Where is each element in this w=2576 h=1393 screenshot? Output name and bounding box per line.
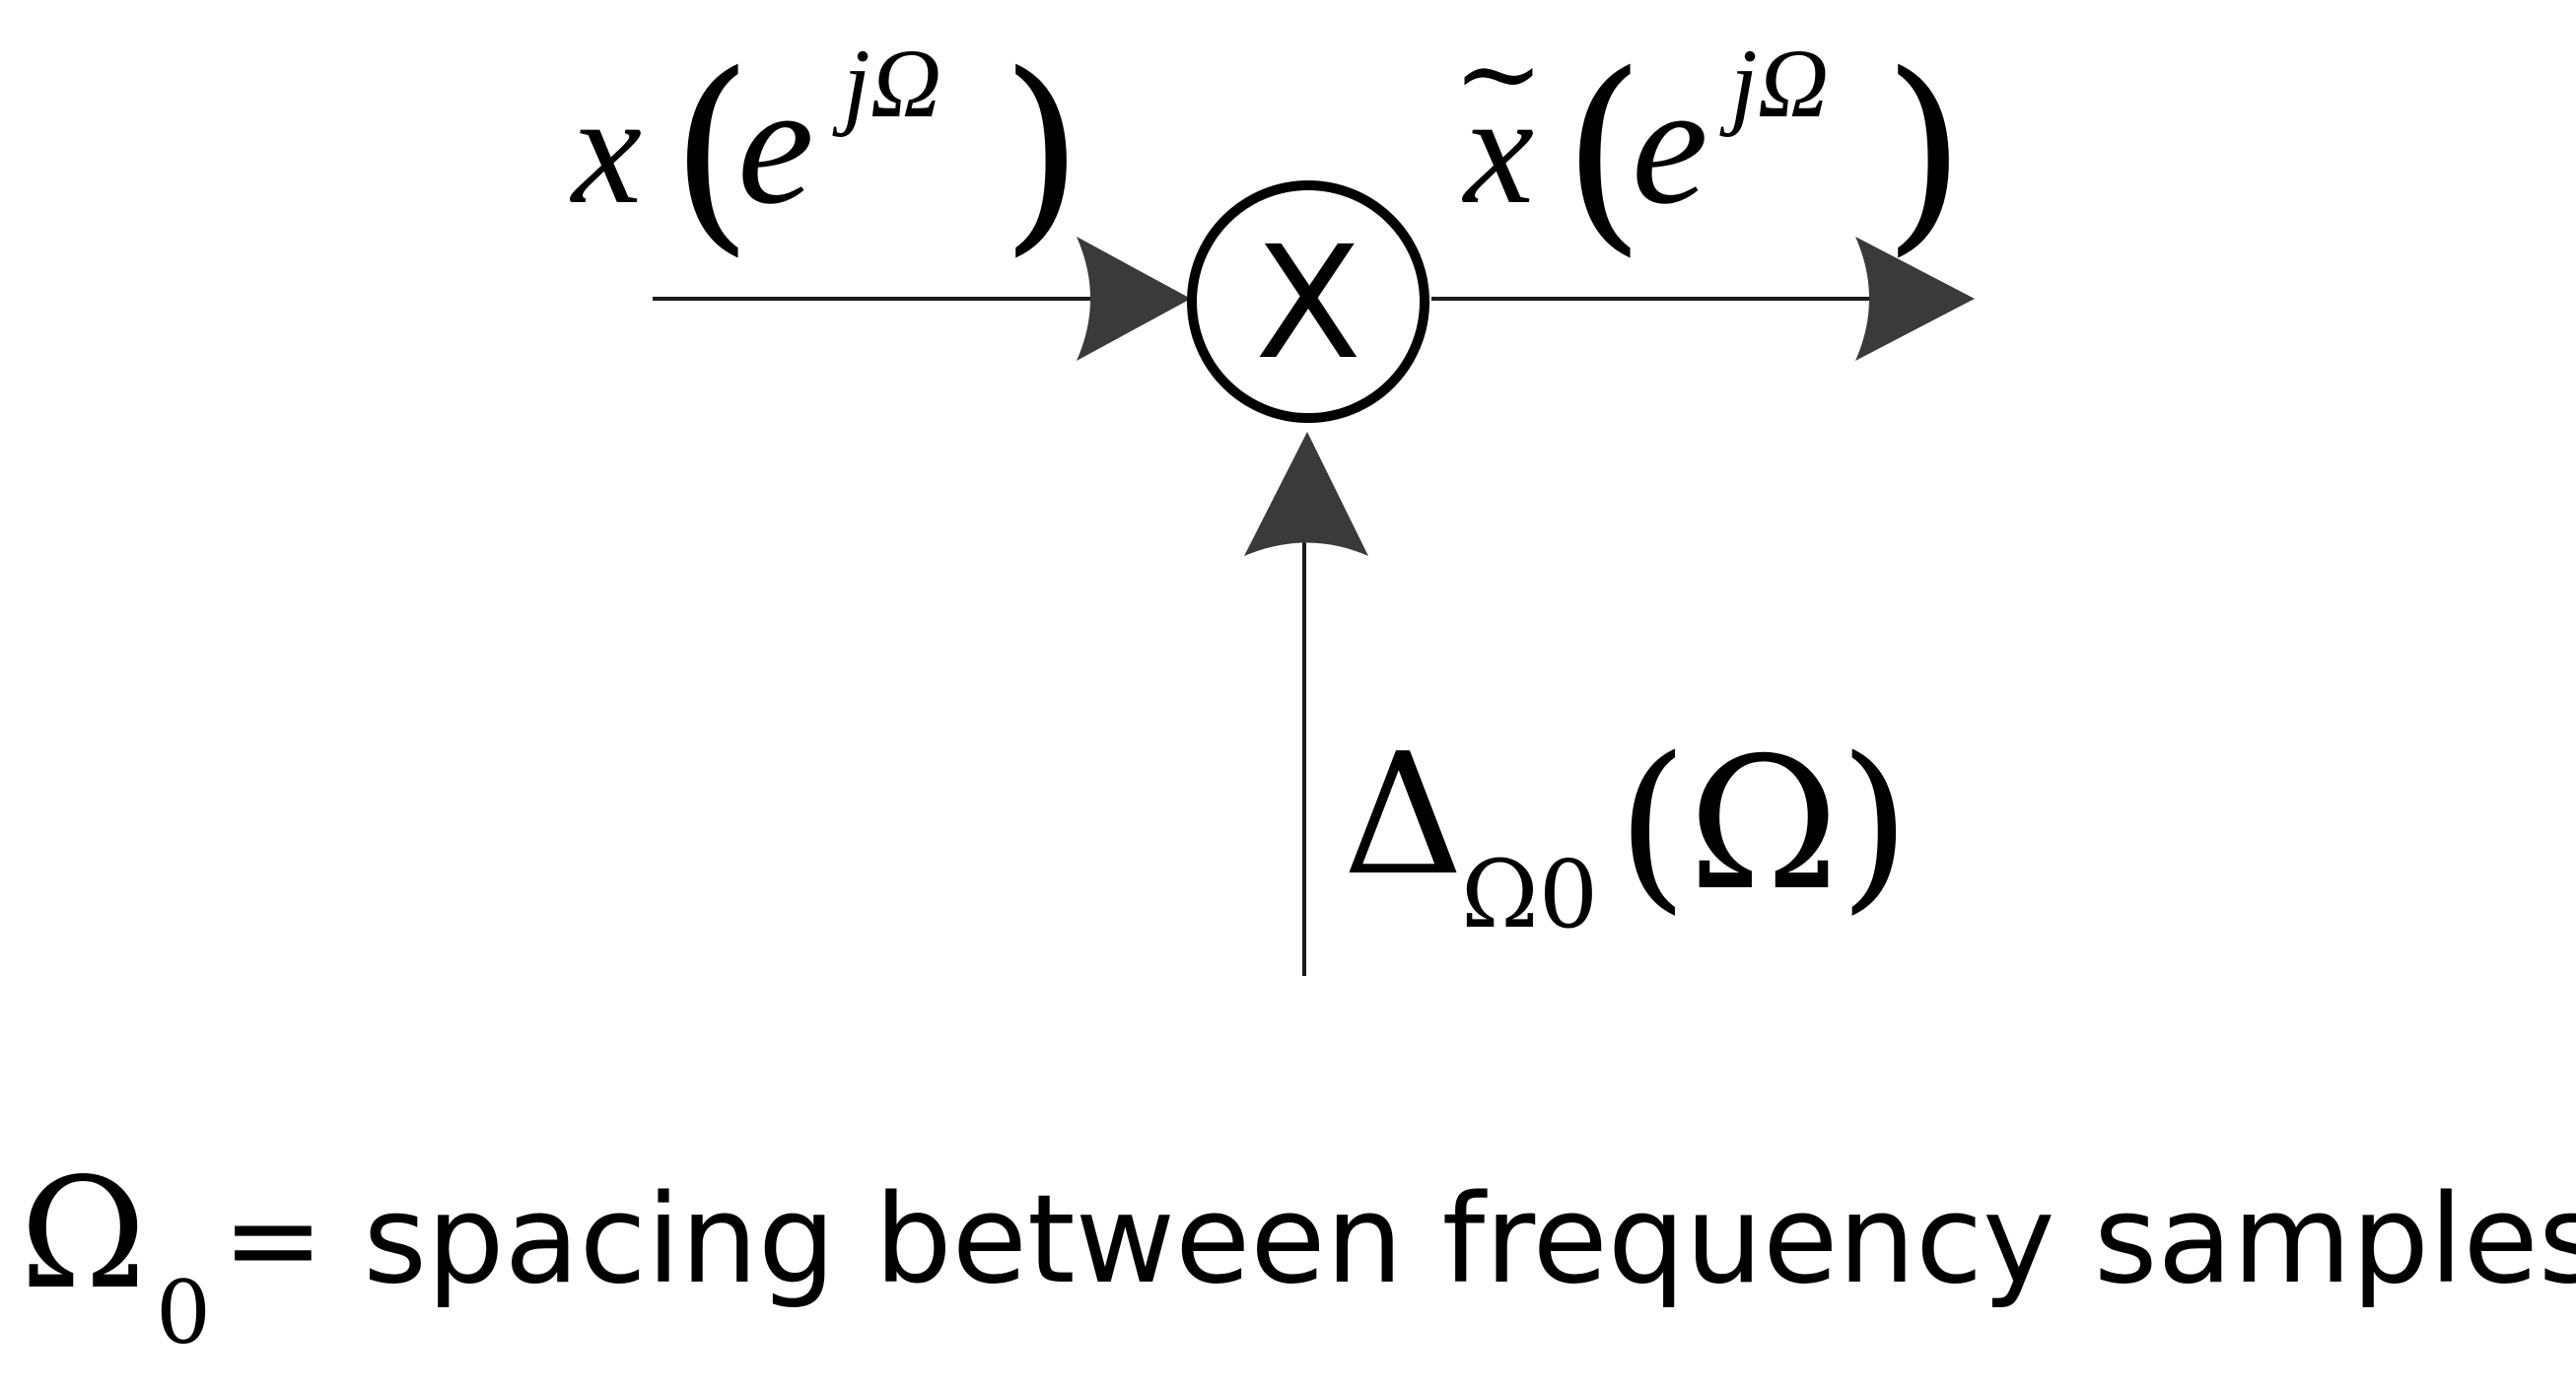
input-signal-label: x ( e jΩ ) <box>570 28 1083 275</box>
output-arrow <box>1431 237 1975 361</box>
multiplier-symbol: X <box>1255 213 1361 394</box>
input-arrowhead <box>1077 237 1191 361</box>
output-signal-label: ~ x ( e jΩ ) <box>1453 10 1966 275</box>
caption: Ω 0 = spacing between frequency samples <box>20 1145 2576 1363</box>
sampling-arrowhead <box>1244 432 1368 556</box>
output-signal-var: x <box>1462 61 1534 237</box>
input-arrow <box>653 237 1191 361</box>
input-signal-exponent: jΩ <box>832 29 941 138</box>
sampling-function-argument: (Ω) <box>1617 718 1911 931</box>
output-signal-exponent: jΩ <box>1719 29 1829 138</box>
caption-text: = spacing between frequency samples <box>222 1169 2576 1311</box>
sampling-arrow <box>1244 432 1368 976</box>
input-signal-open-paren: ( <box>670 28 753 275</box>
sampling-function-label: Δ Ω0 (Ω) <box>1343 718 1911 949</box>
input-signal-var: x <box>570 61 642 237</box>
output-signal-close-paren: ) <box>1883 28 1966 275</box>
output-signal-base: e <box>1632 48 1708 240</box>
sampling-function-symbol: Δ <box>1343 718 1464 913</box>
multiplier-node: X <box>1187 180 1429 423</box>
caption-subscript: 0 <box>156 1262 211 1363</box>
output-signal-tilde: ~ <box>1453 10 1544 136</box>
sampling-function-subscript: Ω0 <box>1461 841 1598 949</box>
output-arrowhead <box>1855 237 1975 361</box>
input-signal-close-paren: ) <box>1001 28 1083 275</box>
input-signal-base: e <box>737 48 814 240</box>
output-signal-open-paren: ( <box>1563 28 1645 275</box>
multiplier-circle <box>1187 180 1429 423</box>
caption-symbol: Ω <box>20 1145 147 1323</box>
